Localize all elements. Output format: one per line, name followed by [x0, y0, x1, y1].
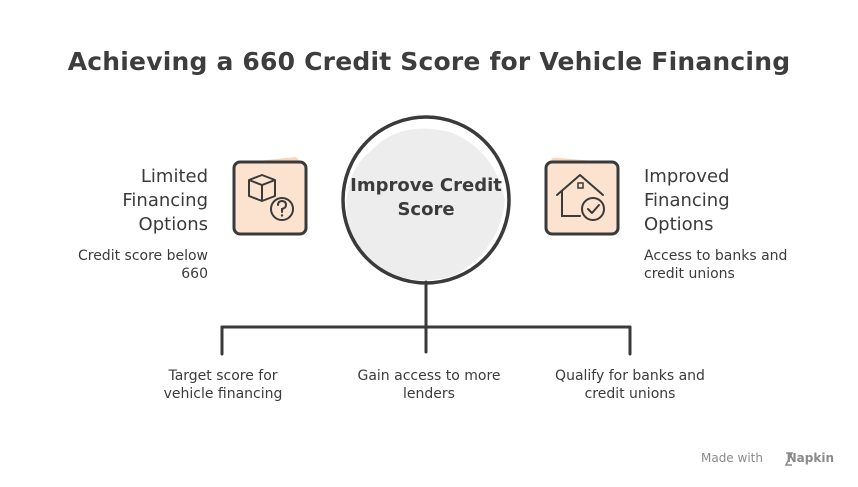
footer-brand: Napkin	[786, 451, 834, 465]
branch-connectors	[220, 280, 632, 356]
branch-label-target: Target score for vehicle financing	[163, 368, 283, 402]
napkin-logo-icon	[784, 452, 794, 466]
branch-label-qualify: Qualify for banks and credit unions	[555, 368, 705, 402]
left-panel-title: Limited Financing Options	[122, 166, 208, 235]
footer: Made with Napkin	[701, 451, 834, 465]
center-label: Improve Credit Score	[350, 175, 502, 220]
footer-made-with: Made with	[700, 451, 763, 465]
page-title: Achieving a 660 Credit Score for Vehicle…	[67, 47, 791, 76]
question-box-icon	[232, 157, 308, 236]
left-panel-description: Credit score below 660	[77, 248, 208, 282]
house-check-icon	[544, 157, 620, 236]
branch-label-lenders: Gain access to more lenders	[357, 368, 501, 402]
center-circle	[341, 115, 511, 285]
right-panel-title: Improved Financing Options	[644, 166, 730, 235]
right-panel-description: Access to banks and credit unions	[644, 248, 788, 282]
